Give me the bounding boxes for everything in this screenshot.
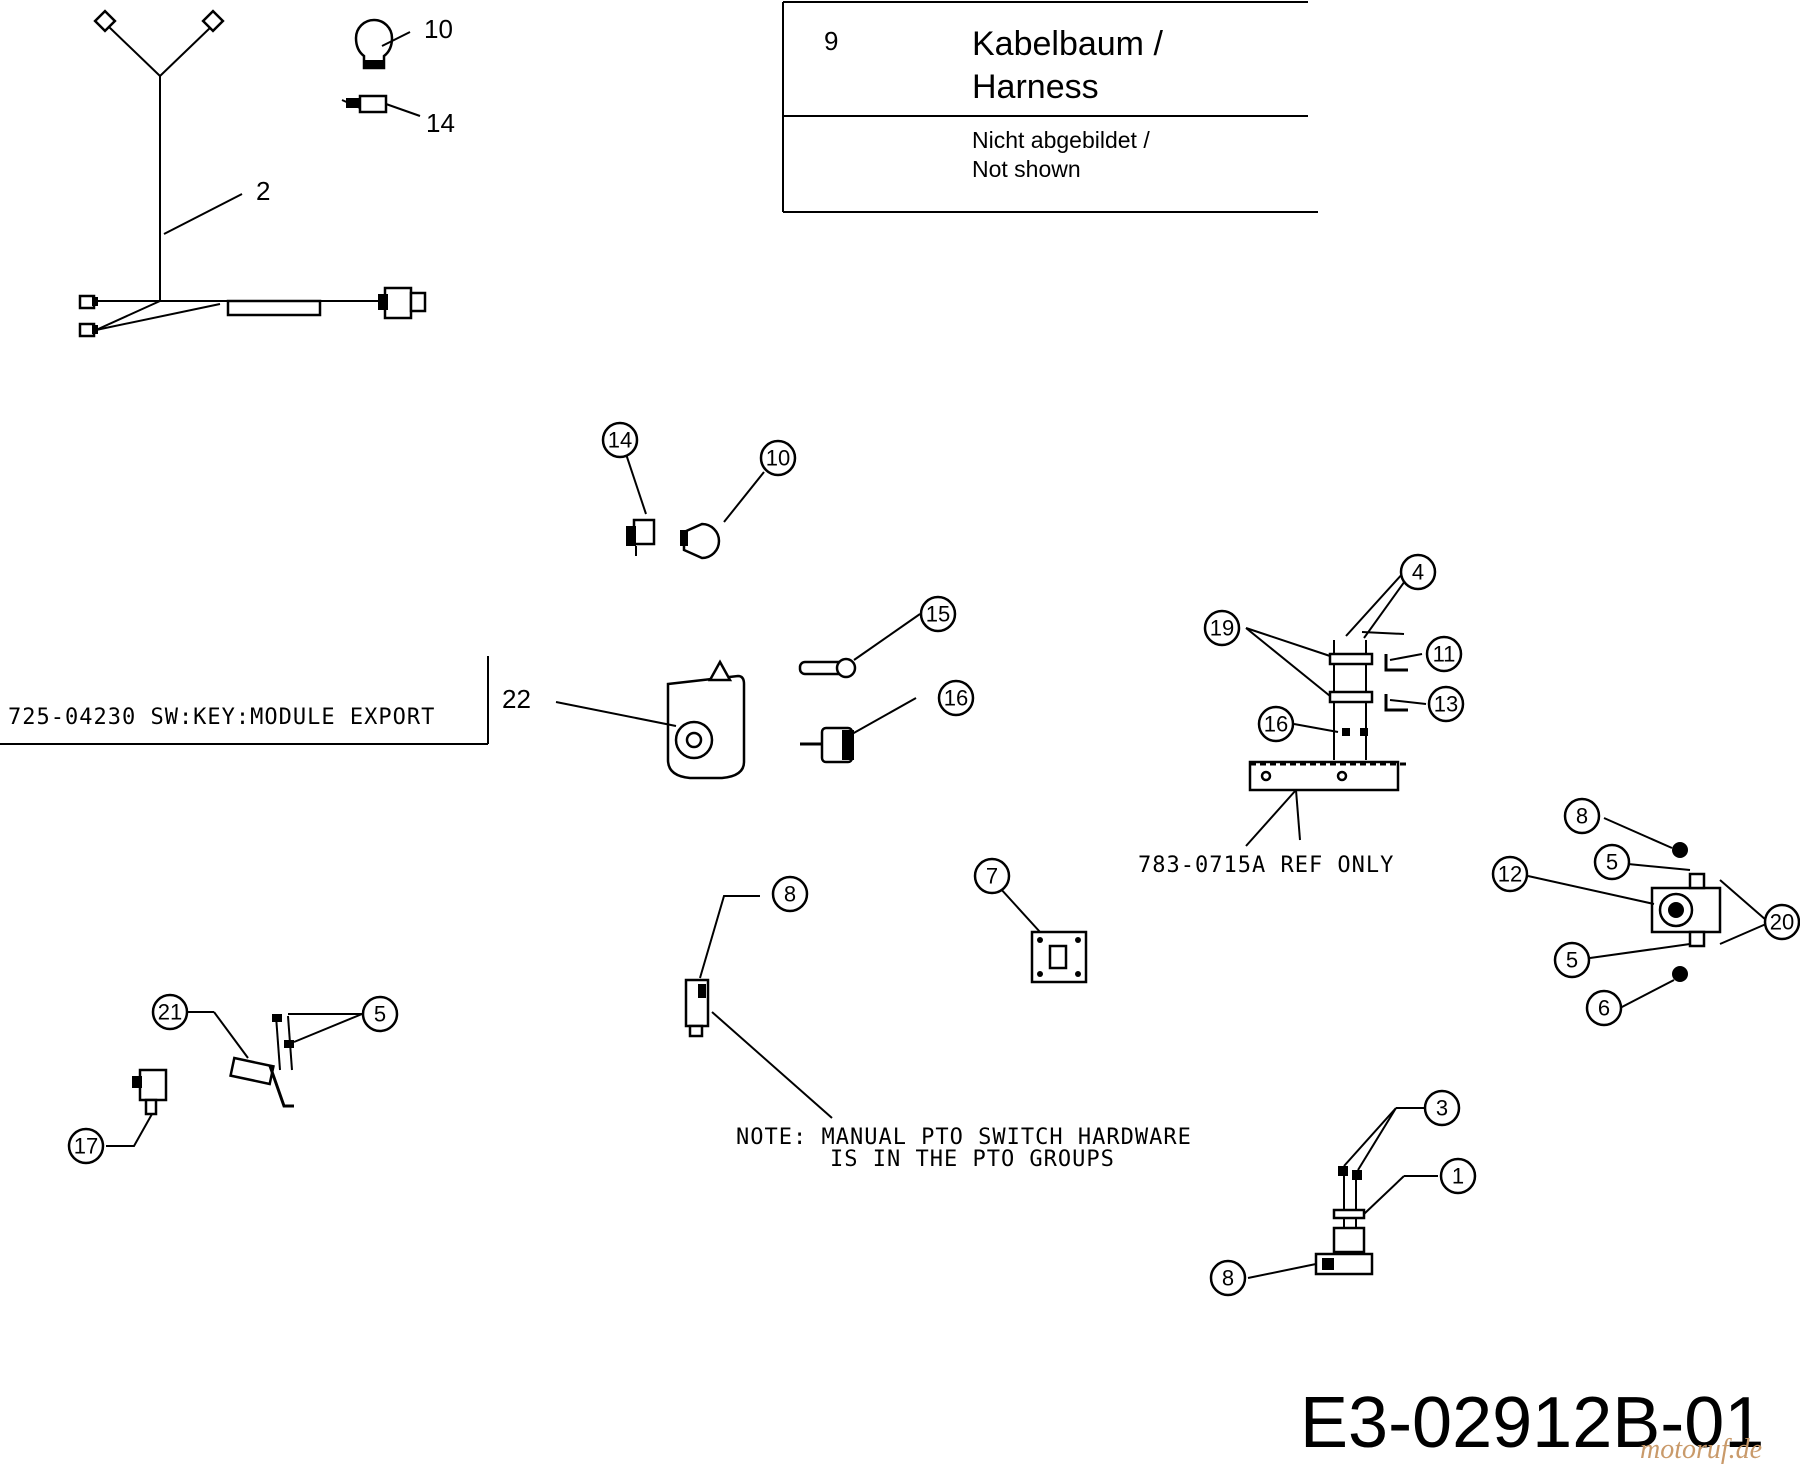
callout-10-top: 10	[424, 14, 453, 44]
circled-callouts: 14 10 15 16 4 19 11 13 16 8 5 12 20 5 6 …	[67, 421, 1800, 1297]
bracket-cluster: 783-0715A REF ONLY	[1138, 571, 1427, 878]
svg-text:21: 21	[158, 1000, 182, 1025]
key-drawing	[798, 613, 921, 679]
bottom-right-cluster	[1247, 1107, 1440, 1279]
callout-8-bottom: 8	[1209, 1259, 1247, 1297]
callout-5-right-bottom: 5	[1553, 941, 1591, 979]
callout-7: 7	[973, 857, 1011, 895]
legend-note-en: Not shown	[972, 156, 1081, 182]
callout-17: 17	[67, 1127, 105, 1165]
svg-text:16: 16	[1264, 712, 1288, 737]
callout-1: 1	[1439, 1157, 1477, 1195]
svg-text:8: 8	[784, 882, 796, 907]
callout-8-pto: 8	[771, 875, 809, 913]
left-bottom-cluster	[106, 1011, 363, 1147]
callout-16b: 16	[1257, 705, 1295, 743]
callout-13: 13	[1427, 685, 1465, 723]
legend-name-de: Kabelbaum /	[972, 25, 1163, 63]
pto-switch-drawing: NOTE: MANUAL PTO SWITCH HARDWARE IS IN T…	[684, 895, 1192, 1172]
key-module-drawing	[555, 659, 746, 780]
bracket-ref-label: 783-0715A REF ONLY	[1138, 853, 1394, 878]
arrow-2	[163, 193, 243, 235]
key-module-part-number: 725-04230 SW:KEY:MODULE EXPORT	[8, 705, 435, 730]
callout-12: 12	[1491, 855, 1529, 893]
callout-2: 2	[256, 176, 270, 206]
callout-19: 19	[1203, 609, 1241, 647]
harness-drawing	[78, 9, 427, 338]
bulb-drawing	[354, 18, 411, 70]
callout-8-right-top: 8	[1563, 797, 1601, 835]
svg-text:5: 5	[1606, 850, 1618, 875]
callout-11: 11	[1425, 635, 1463, 673]
svg-text:3: 3	[1436, 1096, 1448, 1121]
svg-text:20: 20	[1770, 910, 1794, 935]
callout-22: 22	[502, 684, 531, 714]
right-switch-cluster	[1527, 817, 1767, 1009]
callout-15: 15	[919, 595, 957, 633]
svg-text:1: 1	[1452, 1164, 1464, 1189]
callout-20: 20	[1763, 903, 1800, 941]
legend-table: 9 Kabelbaum / Harness Nicht abgebildet /…	[782, 1, 1318, 213]
callout-14-top: 14	[426, 108, 455, 138]
key-module-label: 725-04230 SW:KEY:MODULE EXPORT	[0, 656, 489, 745]
svg-text:5: 5	[1566, 948, 1578, 973]
svg-text:15: 15	[926, 602, 950, 627]
callout-4: 4	[1399, 553, 1437, 591]
svg-text:8: 8	[1222, 1266, 1234, 1291]
svg-text:16: 16	[944, 686, 968, 711]
callout-10: 10	[759, 439, 797, 477]
svg-text:12: 12	[1498, 862, 1522, 887]
note-line-2: IS IN THE PTO GROUPS	[830, 1147, 1115, 1172]
svg-text:6: 6	[1598, 996, 1610, 1021]
svg-text:7: 7	[986, 864, 998, 889]
svg-text:11: 11	[1433, 642, 1456, 667]
plate-drawing	[999, 887, 1088, 984]
callout-5-right-top: 5	[1593, 843, 1631, 881]
callout-14: 14	[601, 421, 639, 459]
callout-16: 16	[937, 679, 975, 717]
legend-note-de: Nicht abgebildet /	[972, 127, 1150, 153]
socket-drawing	[341, 94, 421, 117]
svg-text:13: 13	[1434, 692, 1458, 717]
callout-6-right-bottom: 6	[1585, 989, 1623, 1027]
mid-socket-bulb	[625, 453, 765, 560]
svg-text:19: 19	[1210, 616, 1234, 641]
svg-text:4: 4	[1412, 560, 1424, 585]
note-line-1: NOTE: MANUAL PTO SWITCH HARDWARE	[736, 1125, 1192, 1150]
drawing-number: E3-02912B-01	[1300, 1383, 1764, 1463]
svg-text:17: 17	[74, 1134, 98, 1159]
svg-text:14: 14	[608, 428, 632, 453]
svg-text:5: 5	[374, 1002, 386, 1027]
callout-21: 21	[151, 993, 189, 1031]
legend-name-en: Harness	[972, 68, 1099, 106]
watermark-logo: motoruf.de	[1640, 1434, 1762, 1465]
svg-text:10: 10	[766, 446, 790, 471]
legend-ref-9: 9	[824, 26, 838, 56]
svg-text:8: 8	[1576, 804, 1588, 829]
callout-3: 3	[1423, 1089, 1461, 1127]
switch-drawing	[800, 697, 917, 764]
callout-5-left: 5	[361, 995, 399, 1033]
